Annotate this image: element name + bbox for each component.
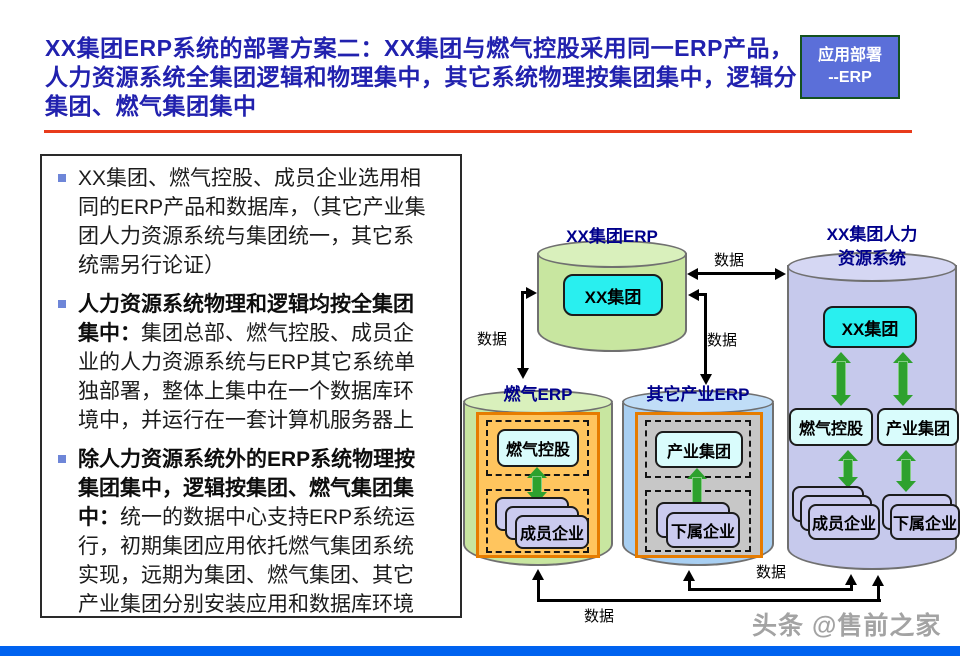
group-erp-node-xx-group: XX集团	[563, 274, 663, 316]
notes-panel: XX集团、燃气控股、成员企业选用相同的ERP产品和数据库，（其它产业集团人力资源…	[40, 154, 462, 618]
data-flow-label: 数据	[756, 564, 787, 581]
bullet-item-1: XX集团、燃气控股、成员企业选用相同的ERP产品和数据库，（其它产业集团人力资源…	[52, 164, 434, 280]
data-connector	[704, 293, 707, 375]
deployment-tag-badge: 应用部署 --ERP	[800, 35, 900, 99]
title-divider-line	[44, 130, 912, 133]
hr-system-label-line2: 资源系统	[838, 249, 906, 268]
data-connector	[688, 579, 691, 591]
group-erp-cylinder-label: XX集团ERP	[566, 227, 658, 246]
sync-arrow-icon	[896, 450, 916, 492]
other-erp-node-industry-group: 产业集团	[655, 431, 743, 468]
cylinder-cap	[537, 240, 687, 268]
data-connector	[877, 584, 880, 601]
bullet-marker	[58, 455, 66, 463]
data-flow-label: 数据	[477, 331, 508, 348]
sync-arrow-icon	[893, 352, 913, 406]
arrowhead-icon	[775, 268, 786, 280]
other-erp-cylinder-label: 其它产业ERP	[646, 385, 750, 404]
gas-erp-node-gas-holding: 燃气控股	[497, 429, 579, 467]
data-flow-label: 数据	[714, 252, 745, 269]
other-erp-node-subsidiaries: 下属企业	[666, 512, 740, 548]
hr-node-industry-group: 产业集团	[877, 408, 959, 446]
bottom-bar	[0, 646, 960, 656]
watermark-text: 头条 @售前之家	[752, 612, 942, 640]
arrowhead-icon	[526, 287, 537, 299]
arrowhead-icon	[688, 289, 699, 301]
arrowhead-icon	[845, 574, 857, 585]
deployment-tag-line1: 应用部署	[817, 47, 882, 64]
data-flow-label: 数据	[707, 332, 738, 349]
data-flow-label: 数据	[584, 608, 615, 625]
slide-title: XX集团ERP系统的部署方案二：XX集团与燃气控股采用同一ERP产品，人力资源系…	[45, 35, 797, 119]
data-connector	[537, 578, 540, 602]
data-connector	[521, 291, 524, 369]
bullet-item-3: 除人力资源系统外的ERP系统物理按集团集中，逻辑按集团、燃气集团集中：统一的数据…	[52, 445, 434, 619]
bullet-1-text: XX集团、燃气控股、成员企业选用相同的ERP产品和数据库，（其它产业集团人力资源…	[78, 167, 426, 277]
data-connector	[698, 293, 707, 296]
bullet-marker	[58, 174, 66, 182]
bullet-item-2: 人力资源系统物理和逻辑均按全集团集中：集团总部、燃气控股、成员企业的人力资源系统…	[52, 290, 434, 435]
bullet-2-text: 集团总部、燃气控股、成员企业的人力资源系统与ERP其它系统单独部署，整体上集中在…	[78, 322, 416, 432]
data-connector	[697, 272, 776, 275]
arrowhead-icon	[872, 575, 884, 586]
bullet-marker	[58, 300, 66, 308]
deployment-tag-line2: --ERP	[828, 69, 872, 86]
data-connector	[521, 291, 528, 294]
cylinder-cap	[787, 252, 957, 282]
arrowhead-icon	[517, 368, 529, 379]
hr-node-subsidiaries: 下属企业	[890, 504, 960, 540]
arrowhead-icon	[700, 374, 712, 385]
sync-arrow-icon	[838, 450, 858, 488]
sync-arrow-icon	[687, 468, 707, 504]
bullet-2-bold: 人力资源系统物理和逻辑均按全集团集中：	[78, 293, 414, 345]
arrowhead-icon	[532, 569, 544, 580]
arrowhead-icon	[683, 570, 695, 581]
data-connector	[850, 584, 853, 591]
hr-system-label-line1: XX集团人力	[826, 225, 918, 244]
data-connector	[537, 599, 881, 602]
bullet-3-text: 统一的数据中心支持ERP系统运行，初期集团应用依托燃气集团系统实现，远期为集团、…	[78, 506, 416, 616]
gas-erp-node-member-companies: 成员企业	[515, 515, 589, 549]
data-connector	[688, 588, 853, 591]
hr-node-xx-group: XX集团	[823, 306, 917, 348]
hr-node-gas-holding: 燃气控股	[789, 408, 873, 446]
hr-node-member-companies: 成员企业	[808, 504, 880, 540]
sync-arrow-icon	[831, 352, 851, 406]
gas-erp-cylinder-label: 燃气ERP	[503, 385, 573, 404]
arrowhead-icon	[687, 268, 698, 280]
bullet-3-bold: 除人力资源系统外的ERP系统物理按集团集中，逻辑按集团、燃气集团集中：	[78, 448, 416, 529]
